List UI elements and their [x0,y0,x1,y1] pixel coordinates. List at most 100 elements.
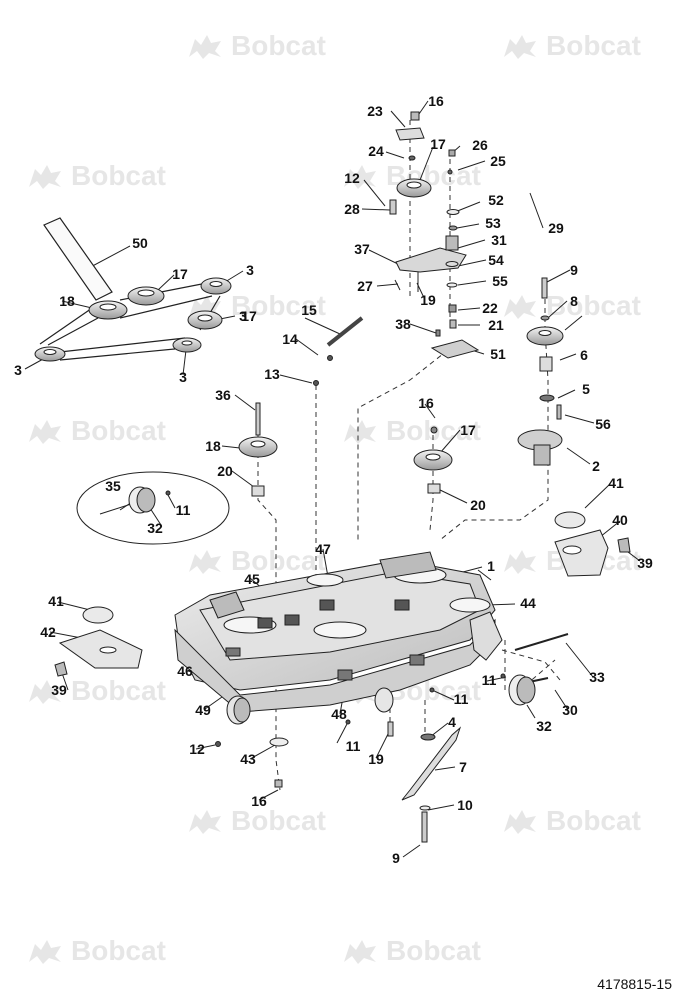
watermark-text: Bobcat [71,675,166,706]
callout-49: 49 [195,702,211,718]
idler-arm-assembly [389,111,480,359]
callout-50: 50 [132,235,148,251]
callout-41: 41 [48,593,64,609]
callout-16: 16 [251,793,267,809]
callout-47: 47 [315,541,331,557]
callout-44: 44 [520,595,536,611]
bobcat-logo-icon [504,810,536,834]
watermark-text: Bobcat [71,935,166,966]
belt-covers [54,511,631,677]
belt-pulleys [34,277,232,362]
blade-assembly [215,673,506,843]
callout-27: 27 [357,278,373,294]
callout-6: 6 [580,347,588,363]
callout-30: 30 [562,702,578,718]
watermark-text: Bobcat [231,545,326,576]
callout-7: 7 [459,759,467,775]
callout-39: 39 [51,682,67,698]
callout-3: 3 [179,369,187,385]
callout-51: 51 [490,346,506,362]
callout-17: 17 [241,308,257,324]
callout-5: 5 [582,381,590,397]
callout-3: 3 [246,262,254,278]
callout-8: 8 [570,293,578,309]
bobcat-logo-icon [504,295,536,319]
callout-29: 29 [548,220,564,236]
watermark: Bobcat [185,30,326,62]
callout-19: 19 [368,751,384,767]
watermark: Bobcat [185,545,326,577]
callout-11: 11 [175,502,191,518]
callout-23: 23 [367,103,383,119]
bobcat-logo-icon [29,940,61,964]
callout-52: 52 [488,192,504,208]
callout-10: 10 [457,797,473,813]
callout-9: 9 [570,262,578,278]
watermark: Bobcat [500,805,641,837]
callout-39: 39 [637,555,653,571]
callout-3: 3 [14,362,22,378]
gauge-wheel-inset [76,471,230,545]
bobcat-logo-icon [189,810,221,834]
watermark-text: Bobcat [231,290,326,321]
spring-assembly [313,316,364,386]
watermark-text: Bobcat [546,30,641,61]
bobcat-logo-icon [344,420,376,444]
callout-19: 19 [420,292,436,308]
callout-56: 56 [595,416,611,432]
callout-12: 12 [344,170,360,186]
watermark: Bobcat [340,935,481,967]
bobcat-logo-icon [189,550,221,574]
callout-12: 12 [189,741,205,757]
callout-18: 18 [59,293,75,309]
callout-18: 18 [205,438,221,454]
bobcat-logo-icon [344,940,376,964]
bobcat-logo-icon [504,550,536,574]
callout-32: 32 [147,520,163,536]
callout-32: 32 [536,718,552,734]
mower-deck [174,551,503,725]
callout-17: 17 [430,136,446,152]
spindle-assembly [517,277,564,466]
callout-22: 22 [482,300,498,316]
callout-11: 11 [481,672,497,688]
callout-35: 35 [105,478,121,494]
callout-1: 1 [487,558,495,574]
callout-45: 45 [244,571,260,587]
callout-41: 41 [608,475,624,491]
callout-54: 54 [488,252,504,268]
bobcat-logo-icon [344,165,376,189]
watermark: Bobcat [25,415,166,447]
callout-48: 48 [331,706,347,722]
watermark: Bobcat [185,805,326,837]
callout-11: 11 [453,691,469,707]
document-number: 4178815-15 [597,976,672,992]
left-idler-assembly [238,402,278,497]
watermark-text: Bobcat [71,415,166,446]
callout-20: 20 [217,463,233,479]
callout-36: 36 [215,387,231,403]
watermark: Bobcat [25,160,166,192]
watermark: Bobcat [25,935,166,967]
watermark-text: Bobcat [231,30,326,61]
callout-31: 31 [491,232,507,248]
center-idler-assembly [413,426,453,494]
callout-26: 26 [472,137,488,153]
callout-16: 16 [418,395,434,411]
bobcat-logo-icon [29,165,61,189]
callout-42: 42 [40,624,56,640]
bobcat-logo-icon [29,680,61,704]
callout-16: 16 [428,93,444,109]
callout-2: 2 [592,458,600,474]
callout-43: 43 [240,751,256,767]
callout-25: 25 [490,153,506,169]
watermark-text: Bobcat [71,160,166,191]
callout-20: 20 [470,497,486,513]
right-gauge-wheel [508,633,569,706]
callout-4: 4 [448,714,456,730]
watermark: Bobcat [500,30,641,62]
watermark-text: Bobcat [231,805,326,836]
callout-17: 17 [460,422,476,438]
callout-38: 38 [395,316,411,332]
